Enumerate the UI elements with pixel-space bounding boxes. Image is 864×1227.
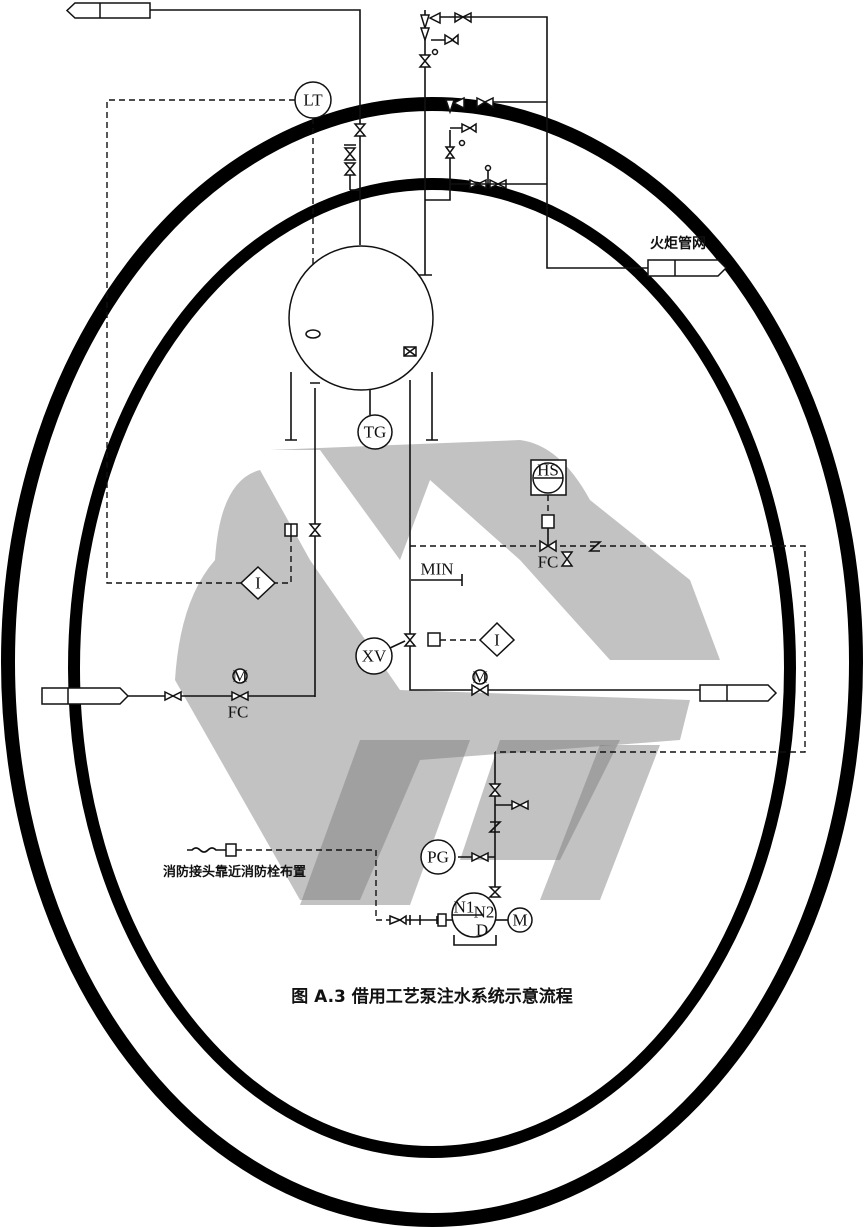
motor-small-right: M: [472, 668, 487, 687]
shutoff-valve-xv: [355, 637, 393, 675]
fc-label-right: FC: [538, 553, 559, 572]
interlock-right-tag: I: [494, 631, 500, 650]
gate-valve: [353, 123, 367, 137]
pipe-top: [150, 9, 361, 245]
drain-valves: [343, 144, 357, 176]
min-label: MIN: [420, 560, 453, 579]
left-valve-actuator: [284, 523, 322, 537]
watermark-inner-ring: [68, 178, 796, 1158]
interlock-diamond-right: [478, 621, 516, 658]
fire-water-line: [236, 849, 390, 921]
motor-tag: M: [512, 911, 527, 930]
fc-label-left: FC: [228, 703, 249, 722]
flare-header-label: 火炬管网: [650, 235, 706, 252]
offpage-connector-right: [699, 684, 778, 702]
min-dimension-arrow: [411, 574, 463, 586]
min-flow-line: [410, 545, 806, 753]
pump-motor: [507, 907, 533, 933]
hs-tag: HS: [537, 461, 559, 480]
offpage-connector-top-left: [65, 2, 151, 19]
watermark-logo: [1, 97, 863, 1227]
inlet-valve: [164, 690, 182, 702]
watermark-outer-ring: [1, 97, 863, 1227]
pump-n1: N1: [454, 898, 475, 917]
temperature-gauge: [357, 414, 393, 450]
pressure-gauge: [420, 839, 456, 875]
storage-tank: [288, 245, 434, 391]
level-float: [305, 329, 321, 339]
interlock-left-tag: I: [255, 574, 261, 593]
fc-valve-min-flow: [539, 539, 557, 553]
relief-valve-upper: [418, 11, 472, 68]
fire-connector-note: 消防接头靠近消防栓布置: [163, 864, 306, 880]
lt-tag: LT: [303, 91, 323, 110]
pump-d: D: [476, 921, 488, 940]
level-transmitter: [294, 81, 332, 119]
figure-caption: 图 A.3 借用工艺泵注水系统示意流程: [291, 986, 573, 1007]
relief-valve-lower: [444, 96, 507, 190]
motor-small-left: M: [232, 667, 247, 686]
lt-signal-line: [106, 99, 314, 584]
pg-tag: PG: [427, 848, 449, 867]
offpage-connector-left: [41, 687, 130, 705]
pump-n2: N2: [474, 903, 495, 922]
xv-tag: XV: [362, 647, 387, 666]
flare-header-connector: [647, 259, 728, 277]
tg-tag: TG: [364, 423, 387, 442]
tank-outlet-pipes: [285, 372, 700, 697]
fire-hose-connector: [187, 847, 226, 853]
fc-valve-left: [231, 690, 249, 702]
interlock-diamond-left: [239, 565, 277, 601]
